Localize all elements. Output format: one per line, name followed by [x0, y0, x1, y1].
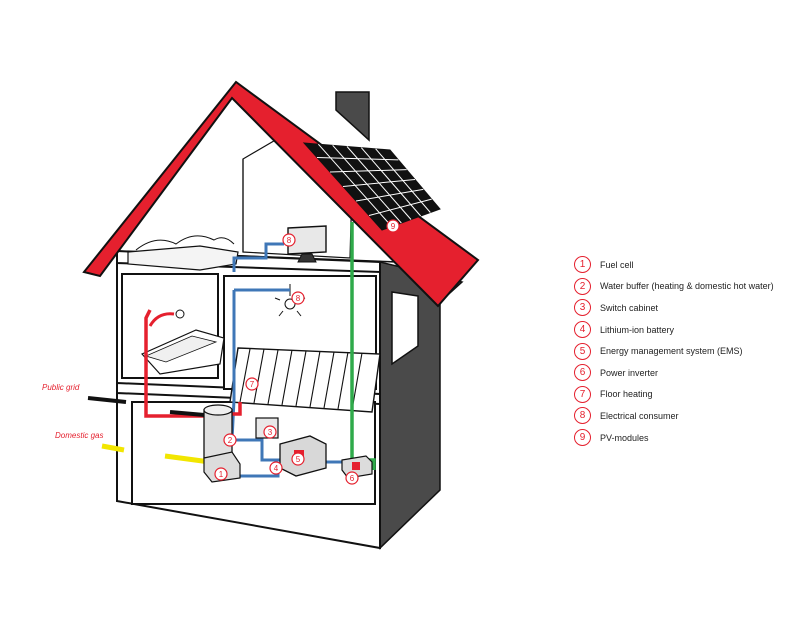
marker-circle — [386, 219, 400, 233]
marker-8: 8 — [291, 291, 305, 305]
legend-label: Lithium-ion battery — [600, 324, 675, 335]
legend-number: 5 — [574, 342, 591, 360]
legend-number: 1 — [574, 256, 591, 274]
marker-7: 7 — [245, 377, 259, 391]
legend: 1 Fuel cell 2 Water buffer (heating & dome… — [574, 254, 794, 448]
marker-circle — [291, 291, 305, 305]
marker-circle — [291, 452, 305, 466]
legend-label: Fuel cell — [600, 259, 634, 270]
roof — [82, 80, 480, 308]
marker-1: 1 — [214, 467, 228, 481]
legend-item: 5 Energy management system (EMS) — [574, 340, 794, 362]
legend-item: 4 Lithium-ion battery — [574, 319, 794, 341]
legend-number: 7 — [574, 385, 591, 403]
gas-line — [101, 443, 211, 465]
legend-label: Energy management system (EMS) — [600, 346, 743, 357]
pv-modules — [302, 142, 441, 231]
legend-label: Power inverter — [600, 367, 659, 378]
legend-number: 9 — [574, 429, 591, 447]
legend-item: 7 Floor heating — [574, 384, 794, 406]
marker-number: 5 — [296, 455, 301, 464]
legend-label: Floor heating — [600, 389, 653, 400]
legend-number: 4 — [574, 321, 591, 339]
marker-circle — [223, 433, 237, 447]
pv-grid-line — [368, 198, 432, 216]
legend-item: 8 Electrical consumer — [574, 405, 794, 427]
marker-number: 2 — [228, 436, 233, 445]
marker-number: 4 — [274, 464, 279, 473]
legend-number: 2 — [574, 277, 591, 295]
marker-number: 7 — [250, 380, 255, 389]
marker-4: 4 — [269, 461, 283, 475]
marker-3: 3 — [263, 425, 277, 439]
legend-label: Electrical consumer — [600, 410, 679, 421]
legend-item: 9 PV-modules — [574, 427, 794, 449]
marker-6: 6 — [345, 471, 359, 485]
legend-item: 6 Power inverter — [574, 362, 794, 384]
marker-number: 3 — [268, 428, 273, 437]
domestic-gas-label: Domestic gas — [55, 431, 104, 440]
legend-number: 3 — [574, 299, 591, 317]
legend-number: 6 — [574, 364, 591, 382]
chimney — [335, 91, 370, 142]
bathtub — [141, 309, 225, 375]
marker-circle — [214, 467, 228, 481]
legend-item: 1 Fuel cell — [574, 254, 794, 276]
marker-circle — [269, 461, 283, 475]
marker-circle — [282, 233, 296, 247]
diagram-markers: 1 2 3 4 5 6 7 8 8 9 — [214, 219, 400, 485]
marker-number: 8 — [287, 236, 292, 245]
marker-2: 2 — [223, 433, 237, 447]
marker-8: 8 — [282, 233, 296, 247]
marker-number: 9 — [391, 222, 396, 231]
marker-circle — [345, 471, 359, 485]
water-buffer — [203, 404, 233, 459]
legend-item: 2 Water buffer (heating & domestic hot wa… — [574, 276, 794, 298]
legend-label: Switch cabinet — [600, 302, 659, 313]
marker-number: 8 — [296, 294, 301, 303]
legend-label: Water buffer (heating & domestic hot wat… — [600, 281, 774, 292]
public-grid-label: Public grid — [42, 383, 80, 392]
marker-number: 1 — [219, 470, 224, 479]
marker-circle — [263, 425, 277, 439]
legend-number: 8 — [574, 407, 591, 425]
marker-9: 9 — [386, 219, 400, 233]
marker-circle — [245, 377, 259, 391]
bed — [127, 235, 239, 271]
fuel-cell — [203, 451, 241, 483]
marker-5: 5 — [291, 452, 305, 466]
legend-item: 3 Switch cabinet — [574, 297, 794, 319]
side-wall — [379, 261, 464, 550]
legend-label: PV-modules — [600, 432, 649, 443]
tv-monitor-icon — [287, 225, 327, 263]
marker-number: 6 — [350, 474, 355, 483]
